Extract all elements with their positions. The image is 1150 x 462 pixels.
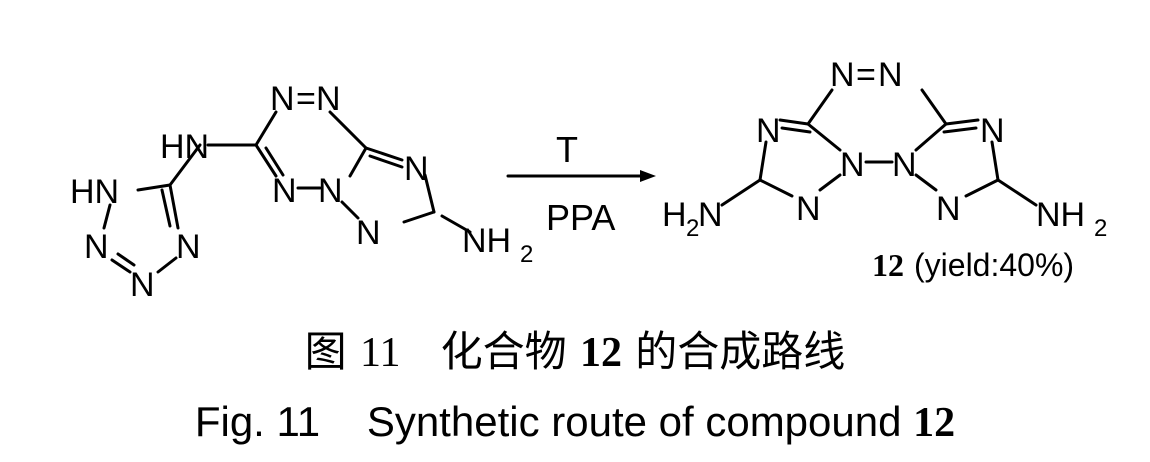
bond (942, 126, 978, 134)
bond (328, 110, 368, 150)
bond (780, 126, 812, 134)
atom-label: N (356, 214, 381, 252)
caption-cn-text: 化合物 (440, 327, 567, 376)
bond (116, 252, 136, 267)
bond (440, 214, 472, 234)
atom-label: N (84, 228, 109, 266)
condition-bottom: PPA (546, 197, 615, 238)
bond (758, 140, 768, 182)
reaction-scheme: HN HN N N N N = N N N N N NH 2 T PPA (70, 56, 1107, 304)
bond (156, 256, 178, 274)
bond (254, 110, 278, 147)
bond (423, 173, 436, 214)
atom-label: N (272, 172, 297, 210)
atom-label: N (316, 80, 341, 118)
bond (168, 183, 180, 230)
reactant-structure: HN HN N N N N = N N N N N NH 2 (70, 80, 533, 304)
compound-yield: (yield:40%) (914, 247, 1074, 283)
atom-label: N (270, 80, 295, 118)
product-structure: N = N N N N N N N H 2 N NH 2 12 (yield:4… (662, 56, 1107, 283)
bond (136, 183, 172, 192)
bond (264, 146, 285, 177)
atom-subscript: 2 (1094, 215, 1107, 242)
atom-label: HN (70, 173, 119, 211)
bond (964, 178, 1000, 198)
atom-label: N (796, 190, 821, 228)
arrowhead (640, 170, 656, 182)
bond (996, 178, 1038, 207)
atom-label: HN (160, 128, 209, 166)
atom-label: N (830, 56, 855, 94)
bond (920, 88, 948, 126)
caption-chinese: 图 11 化合物 12 的合成路线 (0, 318, 1150, 379)
atom-label: N (756, 112, 781, 150)
atom-label: N (130, 266, 155, 304)
bond (402, 210, 436, 224)
bond (758, 178, 794, 198)
atom-subscript: 2 (686, 215, 699, 242)
atom-label: N (176, 228, 201, 266)
caption-english: Fig. 11 Synthetic route of compound 12 (0, 398, 1150, 447)
atom-label: NH (462, 222, 511, 260)
atom-label: N (936, 190, 961, 228)
atom-subscript: 2 (520, 241, 533, 268)
bond (990, 140, 1000, 182)
compound-number: 12 (872, 247, 904, 283)
atom-label: H (662, 196, 687, 234)
atom-label: N (840, 146, 865, 184)
atom-label: N (318, 172, 343, 210)
bond (720, 178, 762, 207)
bond (340, 200, 360, 220)
atom-label: N (698, 196, 723, 234)
caption-cn-tail: 的合成路线 (635, 327, 846, 376)
bond (914, 122, 948, 152)
bond (818, 173, 842, 192)
caption-cn-fig: 图 (304, 327, 347, 376)
bond (160, 188, 172, 228)
atom-label: N (980, 112, 1005, 150)
bond (806, 88, 834, 126)
condition-top: T (556, 129, 578, 170)
caption-en-compound: 12 (913, 400, 956, 446)
caption-cn-number: 11 (360, 330, 401, 376)
bond (254, 143, 278, 178)
caption-en-text: Synthetic route of compound (366, 398, 902, 445)
bond (168, 143, 202, 187)
reaction-arrow-group: T PPA (506, 129, 656, 238)
caption-en-fig: Fig. 11 (194, 398, 321, 445)
atom-label: N (892, 146, 917, 184)
atom-label: = (296, 80, 316, 118)
atom-label: N (404, 150, 429, 188)
bond (914, 173, 938, 192)
atom-label: N (878, 56, 903, 94)
bond (368, 154, 404, 169)
bond (110, 258, 132, 274)
atom-label: = (856, 56, 876, 94)
bond (364, 146, 404, 162)
bond (806, 122, 842, 152)
caption-cn-compound: 12 (579, 330, 622, 376)
atom-label: NH (1036, 196, 1085, 234)
bond (944, 118, 980, 126)
bond (778, 118, 810, 126)
bond (348, 146, 368, 178)
bond (102, 203, 112, 230)
